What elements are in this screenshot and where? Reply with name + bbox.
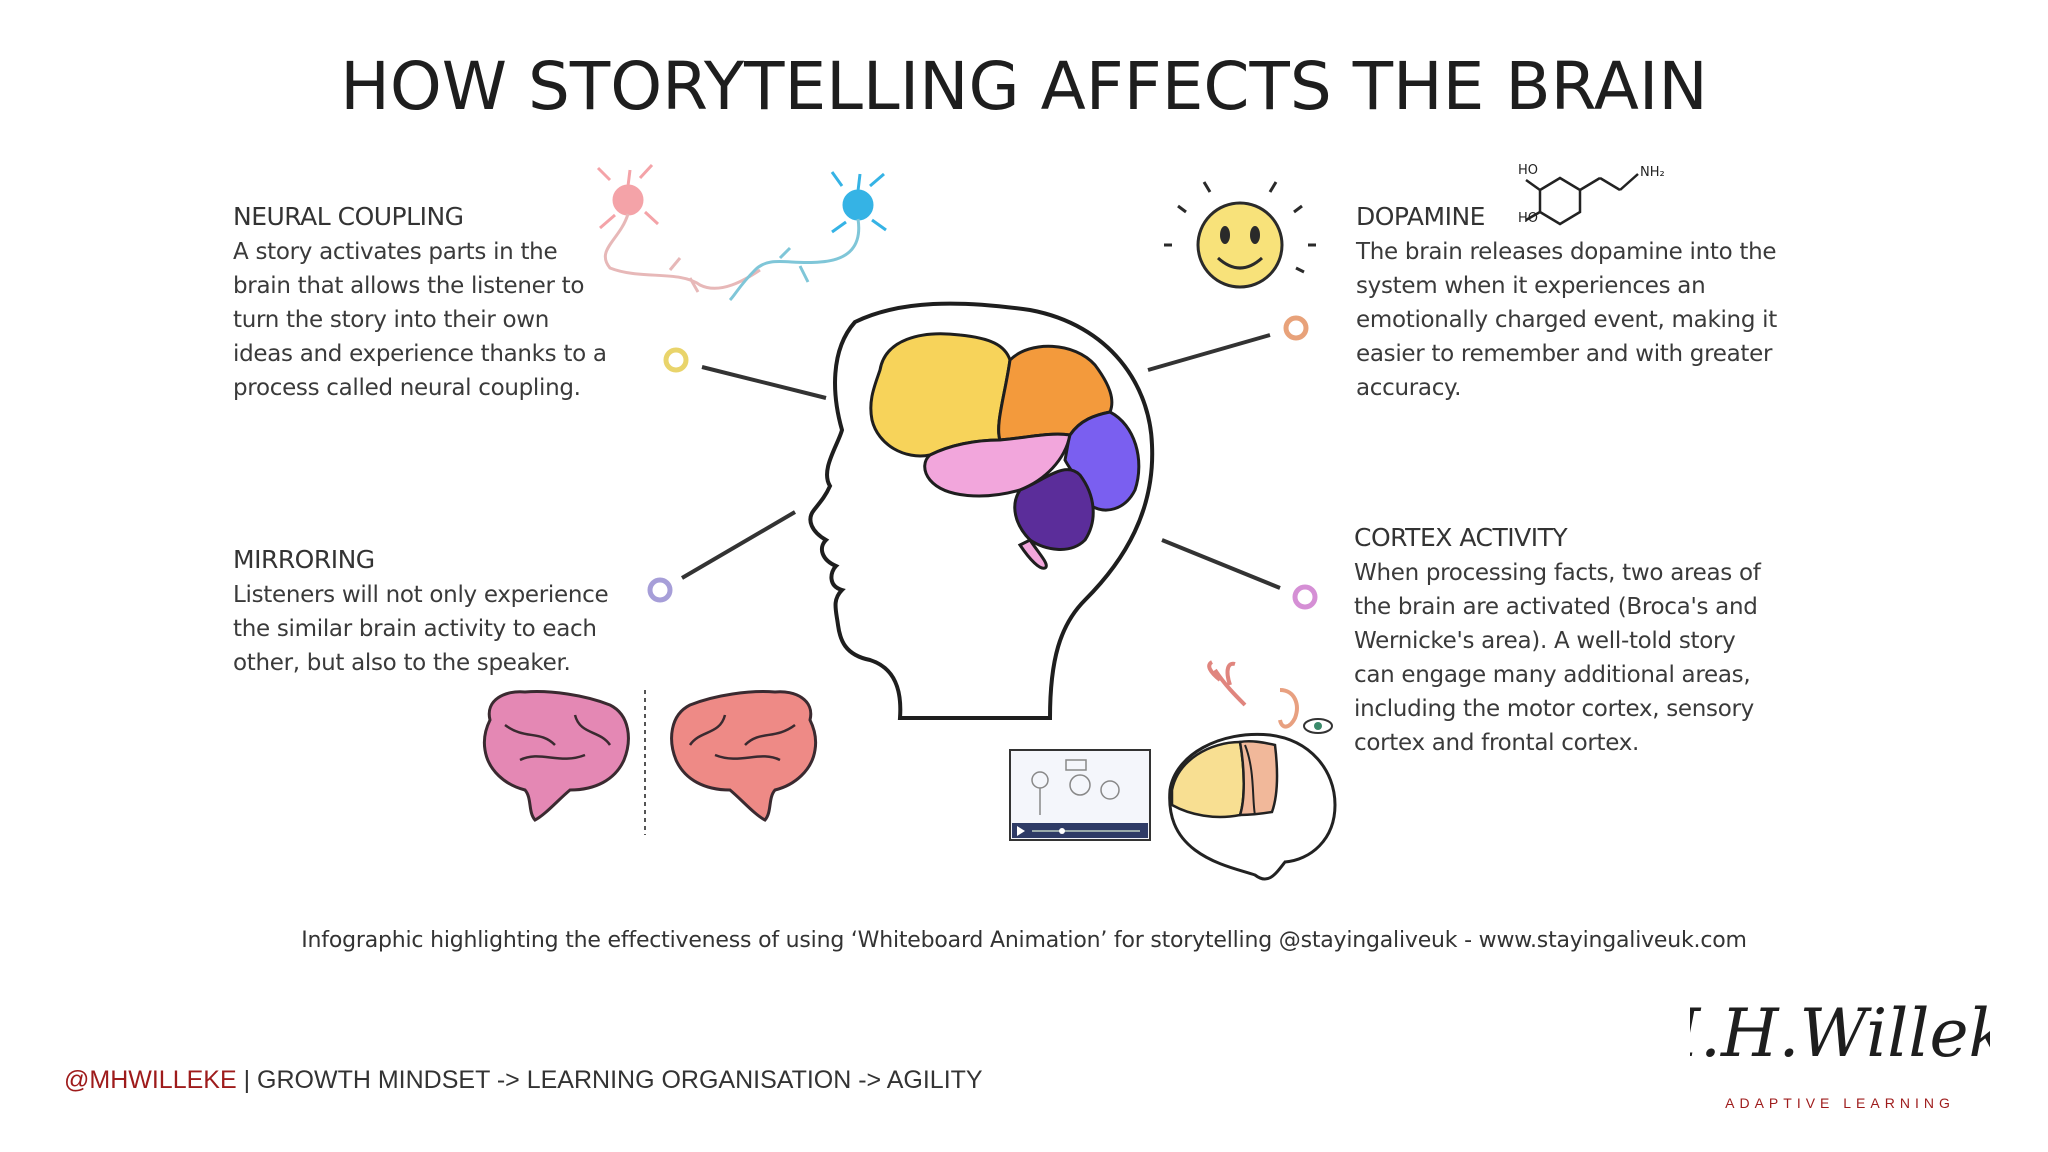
dot-cortex (1292, 584, 1318, 610)
section-body: When processing facts, two areas of the … (1354, 556, 1794, 760)
dot-dopamine (1283, 315, 1309, 341)
section-cortex-activity: CORTEX ACTIVITY When processing facts, t… (1354, 523, 1794, 760)
brain-region-temporal (923, 432, 1072, 498)
connector-mirroring (680, 510, 797, 580)
body-line: process called neural coupling. (233, 375, 581, 401)
logo-signature: M.H.Willeke (1690, 995, 1990, 1072)
body-line: brain that allows the listener to (233, 273, 585, 299)
neuron-blue (842, 189, 874, 221)
body-line: Listeners will not only experience (233, 582, 609, 608)
body-line: The brain releases dopamine into the (1356, 239, 1777, 265)
footer: @MHWILLEKE | GROWTH MINDSET -> LEARNING … (64, 1066, 983, 1095)
footer-text: | GROWTH MINDSET -> LEARNING ORGANISATIO… (236, 1066, 983, 1094)
ear-icon (1278, 688, 1299, 729)
body-line: can engage many additional areas, (1354, 662, 1751, 688)
body-line: accuracy. (1356, 375, 1462, 401)
brain-region-frontal (869, 332, 1012, 458)
infographic-caption: Infographic highlighting the effectivene… (301, 928, 1747, 953)
body-line: the similar brain activity to each (233, 616, 597, 642)
body-line: other, but also to the speaker. (233, 650, 571, 676)
connector-neural-coupling (701, 365, 827, 400)
section-neural-coupling: NEURAL COUPLING A story activates parts … (233, 202, 653, 405)
body-line: the brain are activated (Broca's and (1354, 594, 1758, 620)
hand-icon (1207, 660, 1247, 707)
brain-right-icon (670, 690, 818, 822)
neuron-pink (612, 184, 644, 216)
body-line: easier to remember and with greater (1356, 341, 1773, 367)
page-title: HOW STORYTELLING AFFECTS THE BRAIN (340, 48, 1708, 125)
dot-neural-coupling (663, 347, 689, 373)
body-line: emotionally charged event, making it (1356, 307, 1777, 333)
molecule-label-nh2: NH₂ (1640, 165, 1665, 180)
molecule-label-ho-bottom: HO (1518, 211, 1538, 226)
body-line: including the motor cortex, sensory (1354, 696, 1754, 722)
mirroring-brains-illustration (482, 690, 818, 835)
footer-handle: @MHWILLEKE (64, 1066, 237, 1094)
brain-stem (1017, 538, 1048, 570)
section-body: The brain releases dopamine into the sys… (1356, 235, 1816, 405)
body-line: ideas and experience thanks to a (233, 341, 607, 367)
cortex-illustration (1009, 660, 1337, 881)
section-body: Listeners will not only experience the s… (233, 578, 633, 680)
connector-lines (680, 333, 1281, 590)
body-line: cortex and frontal cortex. (1354, 730, 1640, 756)
connector-dopamine (1147, 333, 1271, 372)
brain-region-cerebellum (1013, 468, 1095, 551)
molecule-label-ho-top: HO (1518, 163, 1538, 178)
dopamine-molecule-icon: HO HO NH₂ (1518, 163, 1665, 226)
body-line: system when it experiences an (1356, 273, 1706, 299)
body-line: Wernicke's area). A well-told story (1354, 628, 1736, 654)
section-body: A story activates parts in the brain tha… (233, 235, 653, 405)
section-dopamine: DOPAMINE The brain releases dopamine int… (1356, 202, 1816, 405)
section-heading: MIRRORING (233, 545, 375, 574)
section-heading: CORTEX ACTIVITY (1354, 523, 1568, 552)
brain-left-icon (482, 690, 630, 822)
section-mirroring: MIRRORING Listeners will not only experi… (233, 545, 633, 680)
logo-willeke: M.H.Willeke ADAPTIVE LEARNING (1690, 995, 1990, 1111)
body-line: When processing facts, two areas of (1354, 560, 1761, 586)
smiley-sun-illustration (1164, 181, 1316, 289)
logo-tagline: ADAPTIVE LEARNING (1725, 1095, 1955, 1111)
section-heading: DOPAMINE (1356, 202, 1485, 231)
dot-mirroring (647, 577, 673, 603)
connector-cortex (1161, 538, 1281, 590)
body-line: A story activates parts in the (233, 239, 558, 265)
neurons-illustration (596, 163, 887, 302)
smiley-face-icon (1196, 201, 1284, 289)
play-icon (1017, 826, 1025, 836)
section-heading: NEURAL COUPLING (233, 202, 464, 231)
central-brain (869, 332, 1141, 570)
body-line: turn the story into their own (233, 307, 550, 333)
